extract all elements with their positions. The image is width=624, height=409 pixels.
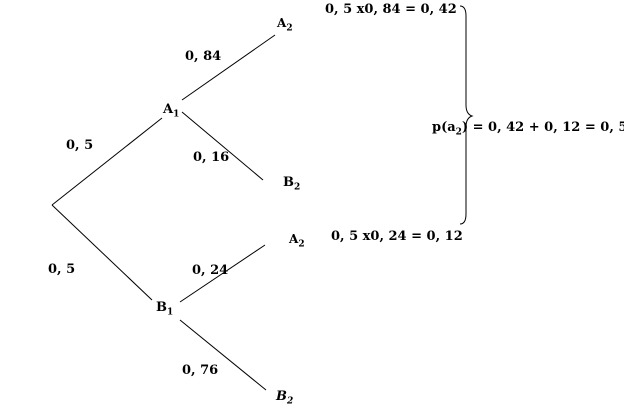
branch-a1-a2 [181, 34, 276, 101]
prob-a1-a2: 0, 84 [185, 49, 222, 64]
prob-b1-b2: 0, 76 [182, 363, 219, 378]
result-bottom: 0, 5 x0, 24 = 0, 12 [331, 229, 463, 244]
node-b2-top: B2 [283, 175, 301, 193]
branch-b1-b2 [179, 319, 267, 391]
node-a2-bottom: A2 [289, 232, 305, 250]
branch-root-b1 [51, 204, 153, 301]
branch-a1-b2 [181, 111, 264, 181]
node-a2-top: A2 [277, 16, 293, 34]
node-a1: A1 [163, 102, 180, 120]
branch-root-a1 [51, 117, 163, 206]
prob-root-a1: 0, 5 [66, 138, 94, 153]
result-total: p(a2) = 0, 42 + 0, 12 = 0, 54 [432, 120, 624, 138]
node-b1: B1 [156, 300, 174, 318]
node-b2-bottom: B2 [276, 389, 294, 407]
prob-b1-a2: 0, 24 [192, 263, 229, 278]
branch-b1-a2 [179, 244, 266, 303]
prob-a1-b2: 0, 16 [193, 150, 230, 165]
curly-brace [459, 5, 474, 225]
prob-root-b1: 0, 5 [48, 262, 76, 277]
result-top: 0, 5 x0, 84 = 0, 42 [325, 2, 457, 17]
